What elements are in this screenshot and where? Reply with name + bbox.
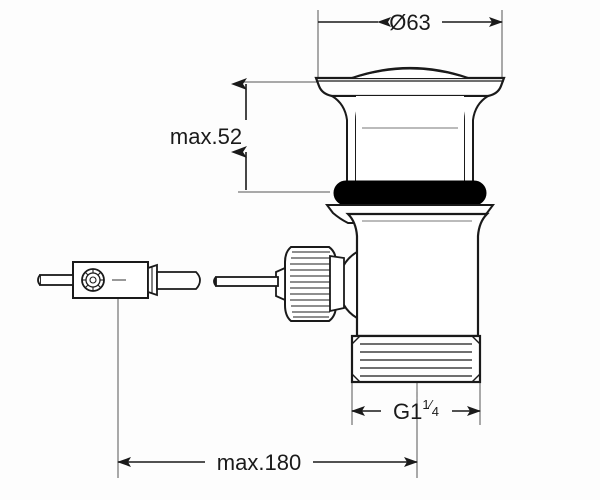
threaded-outlet <box>350 334 482 384</box>
flange-rim <box>314 76 506 98</box>
lift-rod <box>213 276 279 287</box>
dimension-label-length: max.180 <box>217 450 301 475</box>
drain-body <box>345 212 490 338</box>
dimension-thread-size: G11⁄4 <box>351 397 481 424</box>
pivot-rod <box>156 271 201 290</box>
domed-strainer-cap <box>351 66 469 80</box>
dimension-label-thread: G11⁄4 <box>393 397 439 423</box>
clevis-clamp-block <box>72 261 158 299</box>
thread-label-prefix: G1 <box>393 399 422 424</box>
knurled-adjustment-knob <box>275 246 345 322</box>
dimension-height-max: max.52 <box>170 78 247 190</box>
dimension-label-height: max.52 <box>170 124 242 149</box>
clamp-screw <box>81 268 105 292</box>
thread-fraction-numerator: 1 <box>422 397 429 412</box>
sealing-gasket <box>333 180 487 206</box>
dimension-diameter-top: Ø63 <box>318 10 503 35</box>
thread-fraction-denominator: 4 <box>432 404 439 419</box>
pivot-pin <box>37 274 74 286</box>
dimension-label-diameter: Ø63 <box>389 10 431 35</box>
dimension-length-max: max.180 <box>117 450 418 475</box>
tapered-neck <box>328 95 492 186</box>
